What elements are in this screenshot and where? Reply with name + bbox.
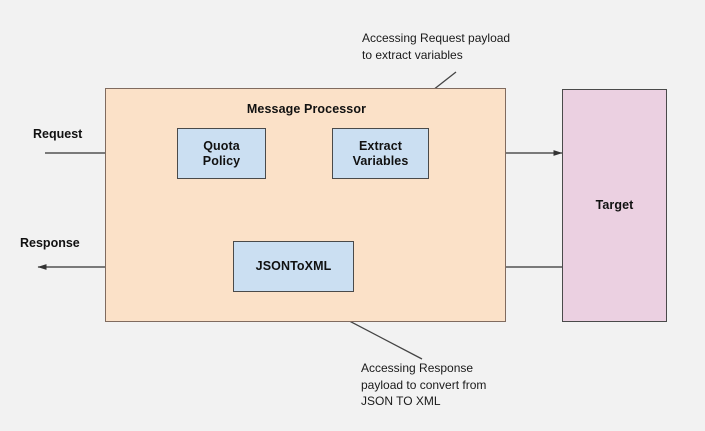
annotation-response-payload: Accessing Response payload to convert fr…: [361, 361, 487, 409]
node-extract-variables[interactable]: Extract Variables: [332, 128, 429, 179]
node-quota-policy[interactable]: Quota Policy: [177, 128, 266, 179]
edge-label-request: Request: [33, 127, 83, 141]
message-processor-title: Message Processor: [246, 102, 367, 116]
edge-label-response: Response: [20, 236, 80, 250]
node-target[interactable]: Target: [562, 89, 667, 322]
node-jsontoxml[interactable]: JSONToXML: [233, 241, 354, 292]
annotation-request-payload: Accessing Request payload to extract var…: [362, 31, 511, 62]
